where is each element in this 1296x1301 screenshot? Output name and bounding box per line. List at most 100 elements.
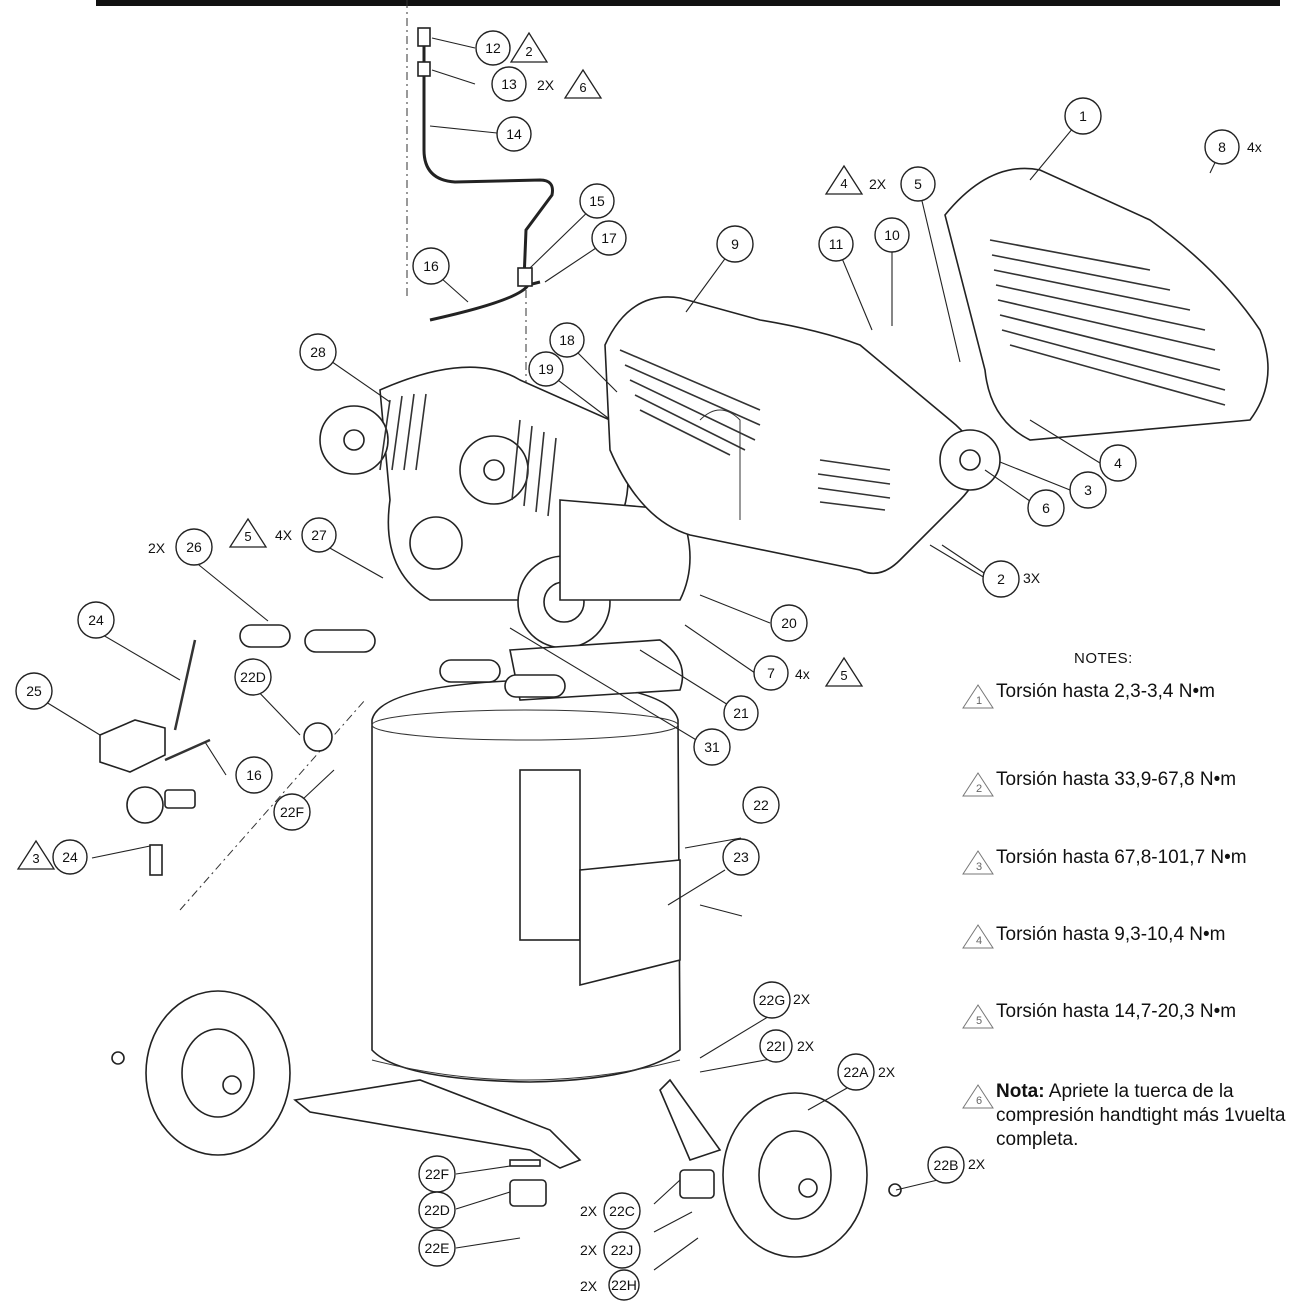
- qty-22J: 2X: [580, 1242, 598, 1258]
- callout-22C: 22C: [609, 1203, 635, 1219]
- callout-20: 20: [781, 615, 797, 631]
- air-tank: [293, 679, 722, 1169]
- note-2: 2 Torsión hasta 33,9-67,8 N•m: [960, 768, 1290, 798]
- callout-22D-bottom: 22D: [424, 1202, 450, 1218]
- callout-6: 6: [1042, 500, 1050, 516]
- pressure-switch: [99, 639, 333, 876]
- callout-22G: 22G: [759, 992, 785, 1008]
- callout-10: 10: [884, 227, 900, 243]
- belt-guard-back: [604, 296, 1001, 575]
- callout-29: 28: [310, 344, 326, 360]
- torque-flag-5: 4: [840, 176, 847, 191]
- callout-25: 24: [88, 612, 104, 628]
- triangle-5-icon: 5: [962, 1004, 994, 1029]
- callout-15: 15: [589, 193, 605, 209]
- note-5-text: Torsión hasta 14,7-20,3 N•m: [996, 1001, 1237, 1022]
- callout-22B: 22B: [934, 1157, 959, 1173]
- callout-12: 12: [485, 40, 501, 56]
- callout-22I: 22I: [766, 1038, 785, 1054]
- qty-22G: 2X: [793, 991, 811, 1007]
- qty-2: 3X: [1023, 570, 1041, 586]
- callout-22D-left: 22D: [240, 669, 266, 685]
- qty-22H: 2X: [580, 1278, 598, 1294]
- note-5: 5 Torsión hasta 14,7-20,3 N•m: [960, 1000, 1290, 1030]
- triangle-3-icon: 3: [962, 850, 994, 875]
- triangle-2-icon: 2: [962, 772, 994, 797]
- top-border: [96, 0, 1280, 6]
- wheel-left: [145, 990, 291, 1156]
- note-4-text: Torsión hasta 9,3-10,4 N•m: [996, 924, 1226, 945]
- callout-21: 21: [733, 705, 749, 721]
- callout-22J: 22J: [611, 1242, 634, 1258]
- callout-28: 27: [311, 527, 327, 543]
- note-4: 4 Torsión hasta 9,3-10,4 N•m: [960, 920, 1290, 950]
- callout-16-top: 16: [423, 258, 439, 274]
- fitting-12: [417, 27, 431, 47]
- svg-text:1: 1: [976, 695, 982, 707]
- torque-flags: 2 6 4 5 5 3: [16, 31, 864, 870]
- svg-text:4: 4: [976, 935, 982, 947]
- callout-3: 3: [1084, 482, 1092, 498]
- callout-22F-bottom: 22F: [425, 1166, 449, 1182]
- note-1-text: Torsión hasta 2,3-3,4 N•m: [996, 681, 1215, 702]
- callout-23: 23: [733, 849, 749, 865]
- callout-4: 4: [1114, 455, 1122, 471]
- svg-text:5: 5: [976, 1015, 982, 1027]
- torque-flag-28: 5: [244, 529, 251, 544]
- qty-22B: 2X: [968, 1156, 986, 1172]
- torque-flag-7: 5: [840, 668, 847, 683]
- qty-22I: 2X: [797, 1038, 815, 1054]
- callout-8: 8: [1218, 139, 1226, 155]
- valve-15: [517, 267, 533, 287]
- note-3: 3 Torsión hasta 67,8-101,7 N•m: [960, 846, 1290, 876]
- callout-22: 22: [753, 797, 769, 813]
- belt-guard-front: [944, 167, 1269, 441]
- note-3-text: Torsión hasta 67,8-101,7 N•m: [996, 847, 1247, 868]
- qty-22A: 2X: [878, 1064, 896, 1080]
- callout-22A: 22A: [844, 1064, 870, 1080]
- breather-16: [429, 280, 541, 322]
- torque-flag-13: 6: [579, 80, 586, 95]
- callout-17: 17: [601, 230, 617, 246]
- callout-2: 2: [997, 571, 1005, 587]
- note-6-body: Apriete la tuerca de la compresión handt…: [996, 1081, 1286, 1150]
- qty-13: 2X: [537, 77, 555, 93]
- wheel-nut: [888, 1183, 902, 1197]
- tube-14: [422, 40, 554, 281]
- washer: [509, 1159, 541, 1167]
- note-2-text: Torsión hasta 33,9-67,8 N•m: [996, 769, 1237, 790]
- callout-24-label: 24: [62, 849, 78, 865]
- callouts: 12 13 14 15 17 16 28 18 19 9 11 10 5 1 8…: [15, 30, 1240, 1301]
- callout-31: 31: [704, 739, 720, 755]
- svg-text:6: 6: [976, 1095, 982, 1107]
- svg-text:3: 3: [976, 861, 982, 873]
- callout-18: 18: [559, 332, 575, 348]
- callout-19: 19: [538, 361, 554, 377]
- quantity-labels: 2X 4x 2X 3X 4x 4X 2X 2X 2X 2X 2X 2X 2X 2…: [148, 77, 1262, 1294]
- callout-5: 5: [914, 176, 922, 192]
- hub-cap: [111, 1051, 125, 1065]
- note-6-text: Nota: Apriete la tuerca de la compresión…: [996, 1080, 1290, 1152]
- nut-13: [417, 61, 431, 77]
- notes-title: NOTES:: [1074, 650, 1133, 667]
- callout-1: 1: [1079, 108, 1087, 124]
- pump-assembly: [319, 366, 691, 649]
- callout-22E: 22E: [425, 1240, 450, 1256]
- qty-8: 4x: [1247, 139, 1262, 155]
- triangle-6-icon: 6: [962, 1084, 994, 1109]
- callout-11: 11: [829, 236, 844, 252]
- drain-valve: [509, 1179, 547, 1207]
- note-6: 6 Nota: Apriete la tuerca de la compresi…: [960, 1080, 1290, 1152]
- qty-22C: 2X: [580, 1203, 598, 1219]
- torque-flag-12: 2: [525, 44, 532, 59]
- callout-7: 7: [767, 665, 775, 681]
- callout-16-bottom: 16: [246, 767, 262, 783]
- qty-7: 4x: [795, 666, 810, 682]
- qty-28: 4X: [275, 527, 293, 543]
- callout-22H: 22H: [611, 1277, 637, 1293]
- callout-27: 26: [186, 539, 202, 555]
- qty-27: 2X: [148, 540, 166, 556]
- note-1: 1 Torsión hasta 2,3-3,4 N•m: [960, 680, 1290, 710]
- motor-and-handle: [239, 624, 684, 701]
